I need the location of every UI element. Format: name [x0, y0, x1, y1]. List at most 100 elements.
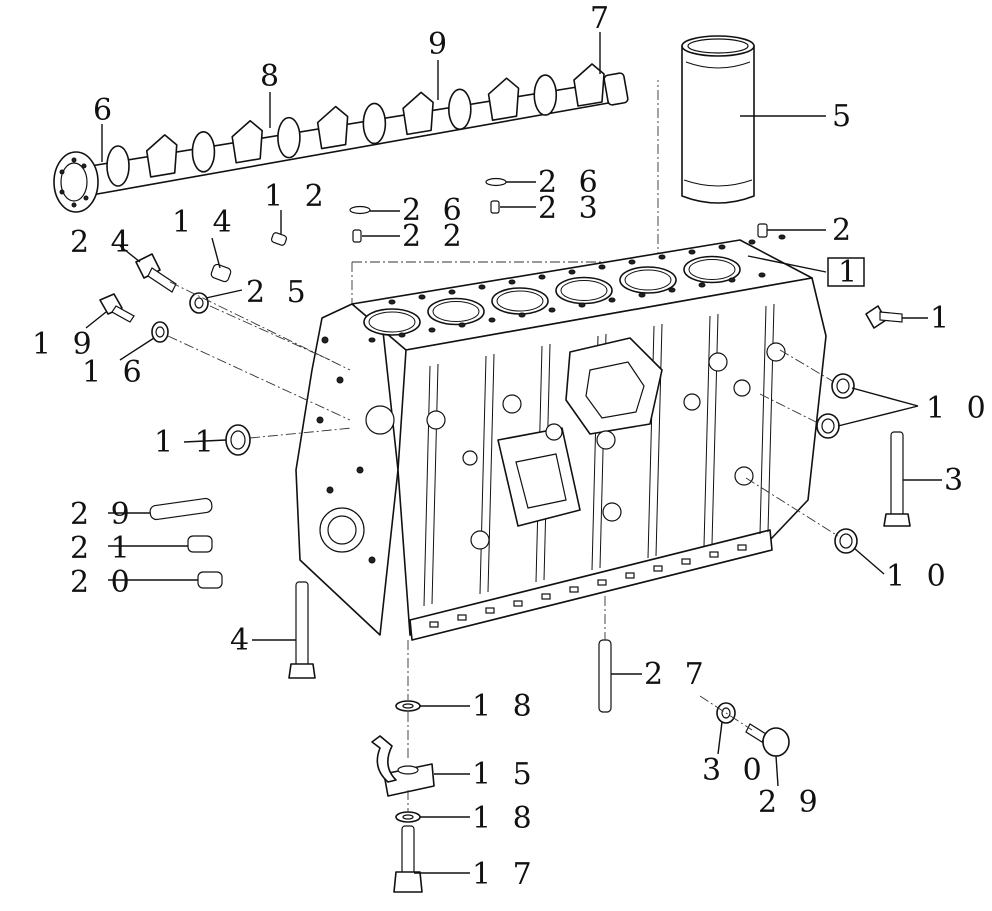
- callout-26a: 2 6: [402, 193, 468, 228]
- camshaft-journal: [191, 131, 216, 173]
- block-rib: [711, 313, 719, 545]
- cylinder-bore-inner: [432, 301, 480, 322]
- deck-hole: [488, 317, 496, 323]
- pan-rail-hole: [653, 565, 663, 572]
- cylinder-liner: [681, 35, 755, 204]
- cylinder-bore-inner: [560, 280, 608, 301]
- camshaft: [53, 63, 629, 213]
- callout-2: 2: [832, 213, 857, 248]
- deck-hole: [748, 239, 756, 245]
- deck-hole: [638, 292, 646, 298]
- block-rib: [767, 303, 775, 533]
- callout-1: 1: [930, 301, 955, 336]
- cylinder-bore: [555, 276, 613, 305]
- pan-rail-hole: [513, 600, 523, 607]
- deck-hole: [388, 299, 396, 305]
- block-rib: [479, 355, 487, 595]
- cylinder-bore: [619, 266, 677, 294]
- deck-hole: [608, 297, 616, 303]
- deck-hole: [598, 264, 606, 270]
- cylinder-bore: [491, 287, 549, 315]
- deck-hole: [628, 259, 636, 265]
- engine-block: [295, 234, 827, 641]
- camshaft-journal: [448, 88, 472, 131]
- pan-rail-hole: [541, 593, 551, 600]
- deck-hole: [418, 294, 426, 300]
- block-rib: [431, 363, 439, 605]
- callout-12: 1 2: [264, 179, 330, 214]
- callout-19: 1 9: [32, 327, 98, 362]
- callout-17: 1 7: [472, 857, 538, 892]
- callout-7: 7: [590, 1, 615, 36]
- pan-rail-hole: [569, 586, 579, 593]
- deck-hole: [698, 282, 706, 288]
- callout-22: 2 2: [402, 219, 468, 254]
- camshaft-journal: [362, 102, 387, 145]
- callout-18b: 1 8: [472, 801, 538, 836]
- callout-25: 2 5: [246, 275, 312, 310]
- deck-hole: [508, 279, 516, 285]
- callout-24: 2 4: [70, 225, 136, 260]
- leader-lines: [85, 32, 942, 874]
- deck-hole: [518, 312, 526, 318]
- callout-27: 2 7: [644, 657, 710, 692]
- deck-hole: [458, 322, 466, 328]
- callout-10a: 1 0: [926, 391, 992, 426]
- camshaft-journal: [106, 145, 130, 187]
- callout-8: 8: [260, 59, 285, 94]
- callout-11: 1 1: [154, 425, 220, 460]
- block-rib: [703, 315, 711, 547]
- callout-6: 6: [93, 93, 118, 128]
- pan-rail-hole: [681, 558, 691, 565]
- pan-rail-hole: [597, 579, 607, 586]
- deck-hole: [688, 249, 696, 255]
- callout-3: 3: [944, 463, 969, 498]
- callout-4: 4: [230, 623, 255, 658]
- deck-hole: [568, 269, 576, 275]
- deck-hole: [368, 337, 376, 343]
- deck-hole: [778, 234, 786, 240]
- callout-18a: 1 8: [472, 689, 538, 724]
- deck-hole: [668, 287, 676, 293]
- pan-rail-hole: [429, 621, 439, 628]
- deck-hole: [548, 307, 556, 313]
- camshaft-journal: [533, 74, 558, 116]
- deck-hole: [658, 254, 666, 260]
- block-rib: [759, 305, 767, 535]
- callout-16: 1 6: [82, 355, 148, 390]
- deck-hole: [718, 244, 726, 250]
- camshaft-lobe: [316, 105, 349, 150]
- callout-labels: 6 8 9 7 5 1 2 1 4 2 4 2 5 1 9 1 6 2 6 2 …: [32, 1, 992, 892]
- cylinder-bore-inner: [496, 290, 544, 312]
- assembly-ref-box: [827, 257, 865, 287]
- callout-29: 2 9: [758, 785, 824, 820]
- callout-10b: 1 0: [886, 559, 952, 594]
- cylinder-bore-inner: [368, 311, 416, 333]
- deck-hole: [478, 284, 486, 290]
- camshaft-journal: [277, 116, 301, 159]
- deck-hole: [758, 272, 766, 278]
- deck-hole: [538, 274, 546, 280]
- callout-15: 1 5: [472, 757, 538, 792]
- camshaft-lobe: [145, 134, 178, 178]
- block-rib: [655, 323, 663, 557]
- callout-21: 2 1: [70, 531, 136, 566]
- deck-hole: [448, 289, 456, 295]
- cylinder-bore: [363, 308, 421, 336]
- camshaft-lobe: [402, 91, 434, 136]
- callout-30: 3 0: [702, 753, 768, 788]
- deck-hole: [728, 277, 736, 283]
- deck-hole: [398, 332, 406, 338]
- pan-rail-hole: [709, 551, 719, 558]
- pan-rail-hole: [457, 614, 467, 621]
- camshaft-lobe: [573, 63, 605, 107]
- block-rib: [423, 365, 431, 607]
- callout-23: 2 3: [538, 191, 604, 226]
- callout-20: 2 0: [70, 565, 136, 600]
- callout-5: 5: [832, 99, 857, 134]
- callout-9: 9: [428, 27, 453, 62]
- deck-hole: [578, 302, 586, 308]
- cylinder-bore-inner: [624, 269, 672, 291]
